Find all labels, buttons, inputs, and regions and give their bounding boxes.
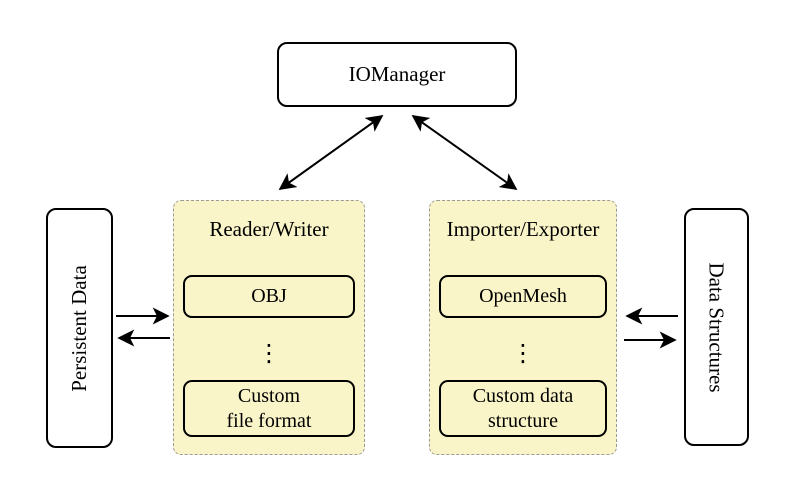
custom-file-format-line1: Custom [237,385,301,408]
panel-reader-writer: Reader/Writer OBJ ⋮ Custom file format [173,200,365,455]
obj-label: OBJ [251,285,287,308]
custom-file-format-line2: file format [226,409,312,432]
node-obj: OBJ [183,275,355,318]
panel-importer-exporter-title: Importer/Exporter [446,217,600,241]
node-openmesh: OpenMesh [439,275,607,318]
iomanager-label: IOManager [348,62,446,86]
custom-data-structure-line1: Custom data [472,385,574,408]
panel-importer-exporter: Importer/Exporter OpenMesh ⋮ Custom data… [429,200,617,455]
data-structures-label: Data Structures [705,261,730,393]
arrow-iomanager-importerexporter [411,115,518,190]
node-iomanager: IOManager [277,42,517,107]
node-persistent-data: Persistent Data [46,208,113,448]
vertical-ellipsis-icon: ⋮ [257,339,281,367]
node-custom-file-format: Custom file format [183,380,355,437]
custom-data-structure-line2: structure [488,409,558,432]
arrow-iomanager-readerwriter [278,115,384,190]
node-data-structures: Data Structures [684,208,749,446]
vertical-ellipsis-icon: ⋮ [511,339,535,367]
node-custom-data-structure: Custom data structure [439,380,607,437]
persistent-data-label: Persistent Data [67,264,91,392]
panel-reader-writer-title: Reader/Writer [209,217,329,241]
openmesh-label: OpenMesh [479,285,567,308]
